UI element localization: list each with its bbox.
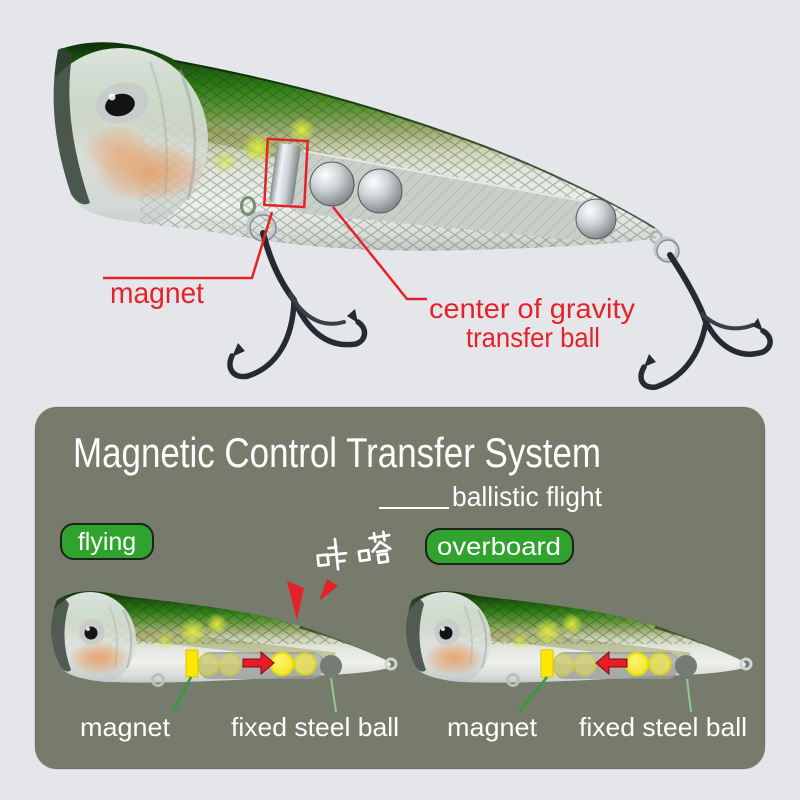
flying-badge-label: flying bbox=[78, 528, 136, 556]
transfer-ball-2 bbox=[357, 168, 403, 214]
magnet-pointer-line bbox=[171, 676, 193, 713]
lure-overboard: magnet fixed steel ball bbox=[399, 586, 751, 742]
magnet-cylinder bbox=[269, 143, 301, 205]
magnet-callout: magnet bbox=[103, 211, 274, 310]
magnet-pointer-line bbox=[518, 676, 548, 713]
panel-subtitle: ballistic flight bbox=[452, 481, 602, 512]
overboard-badge-label: overboard bbox=[437, 533, 561, 561]
flying-magnet-label: magnet bbox=[80, 712, 171, 742]
direction-arrow-left-icon bbox=[595, 650, 628, 676]
fixed-steel-ball-marker bbox=[675, 655, 697, 677]
flying-fixed-ball-label: fixed steel ball bbox=[231, 712, 399, 742]
rear-steel-ball bbox=[575, 198, 617, 240]
top-lure-photo bbox=[53, 42, 773, 390]
popper-cup bbox=[53, 48, 90, 205]
overboard-badge: overboard bbox=[425, 528, 574, 565]
fixed-ball-pointer-line bbox=[686, 678, 692, 713]
magnet-highlight-box bbox=[262, 137, 310, 209]
click-spark-icon bbox=[287, 579, 338, 620]
fixed-ball-pointer-line bbox=[330, 677, 337, 713]
overboard-magnet-label: magnet bbox=[447, 712, 538, 742]
lure-flying: magnet fixed steel ball bbox=[44, 586, 399, 742]
gravity-label-line2: transfer ball bbox=[466, 322, 600, 353]
panel-title: Magnetic Control Transfer System bbox=[73, 429, 601, 476]
transfer-ball-1 bbox=[309, 161, 355, 207]
gravity-label-line1: center of gravity bbox=[429, 293, 635, 324]
gravity-callout-line bbox=[332, 206, 427, 301]
magnet-label: magnet bbox=[110, 277, 205, 310]
flying-badge: flying bbox=[60, 523, 154, 560]
lure-eye bbox=[95, 82, 149, 124]
front-treble-hook bbox=[227, 196, 368, 380]
overboard-fixed-ball-label: fixed steel ball bbox=[579, 712, 747, 742]
click-sound-glyphs-icon bbox=[316, 530, 392, 571]
gravity-callout: center of gravity transfer ball bbox=[332, 206, 635, 353]
fixed-steel-ball-marker bbox=[320, 655, 342, 677]
direction-arrow-right-icon bbox=[242, 650, 275, 676]
magnet-marker bbox=[540, 649, 554, 678]
magnet-callout-line bbox=[103, 211, 274, 280]
rear-treble-hook bbox=[638, 230, 773, 390]
magnetic-system-panel: Magnetic Control Transfer System ballist… bbox=[34, 406, 766, 770]
magnet-marker bbox=[185, 649, 199, 678]
